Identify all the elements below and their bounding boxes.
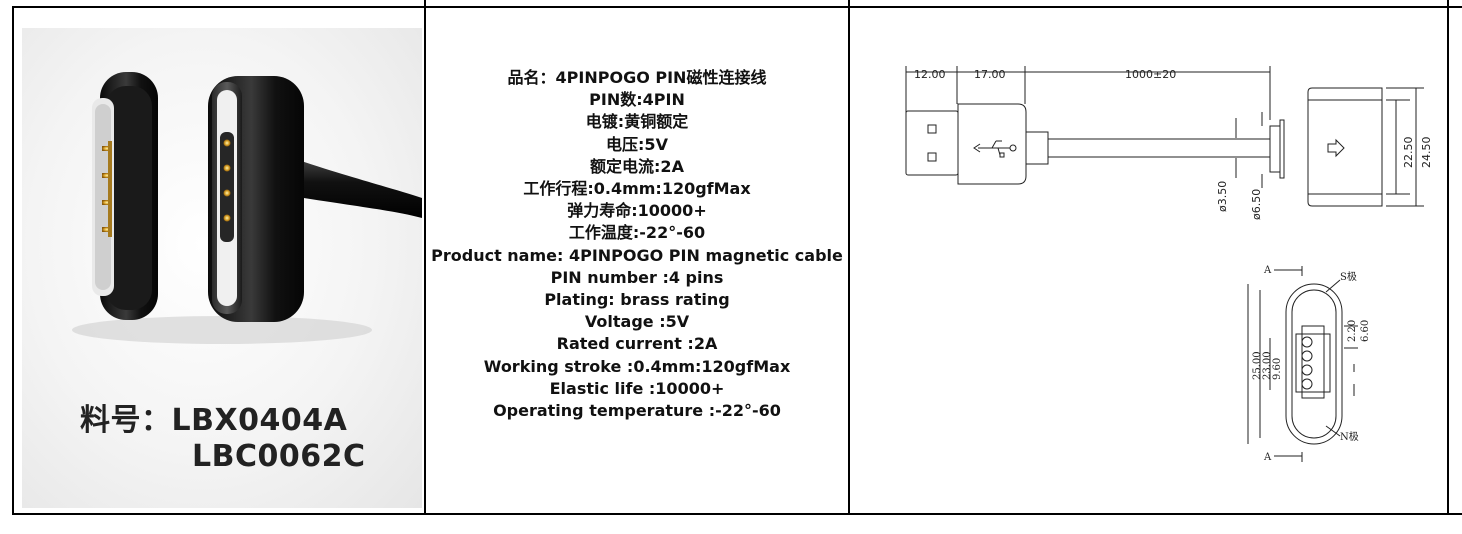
specifications-cell: 品名：4PINPOGO PIN磁性连接线 PIN数:4PIN 电镀:黄铜额定 电… — [426, 8, 848, 513]
part-number-2: LBC0062C — [192, 439, 366, 474]
pole-s-label: S极 — [1340, 270, 1357, 283]
spec-line: Product name: 4PINPOGO PIN magnetic cabl… — [431, 245, 843, 265]
dim-body: 17.00 — [974, 68, 1006, 81]
spec-line: 电镀:黄铜额定 — [585, 112, 689, 132]
table-top-border — [12, 6, 1462, 8]
dim-h-inner: 23.00 — [1262, 351, 1273, 380]
section-label-bottom: A — [1263, 452, 1272, 463]
spec-list: 品名：4PINPOGO PIN磁性连接线 PIN数:4PIN 电镀:黄铜额定 电… — [426, 67, 848, 422]
dim-a: 2.20 — [1347, 320, 1358, 342]
column-divider-3 — [1447, 0, 1449, 515]
pogo-pins — [102, 141, 112, 237]
spec-line: PIN number :4 pins — [550, 267, 724, 287]
spec-line: 工作行程:0.4mm:120gfMax — [523, 179, 751, 199]
spec-line: PIN数:4PIN — [589, 90, 685, 110]
cable-side-drawing: 12.00 17.00 1000±20 — [905, 66, 1433, 220]
part-number-label: 料号：LBX0404A LBC0062C — [80, 403, 366, 475]
table-left-border — [12, 6, 14, 515]
spec-line: 弹力寿命:10000+ — [567, 201, 707, 221]
technical-drawing-cell: 12.00 17.00 1000±20 — [850, 8, 1448, 513]
spec-line: Working stroke :0.4mm:120gfMax — [483, 356, 791, 376]
dim-head-inner: 22.50 — [1402, 137, 1415, 169]
male-connector — [92, 72, 158, 320]
spec-line: Elastic life :10000+ — [549, 378, 725, 398]
spec-line: Voltage :5V — [584, 312, 690, 332]
spec-line: Plating: brass rating — [544, 290, 730, 310]
section-label-top: A — [1263, 265, 1272, 276]
spec-line: 品名：4PINPOGO PIN磁性连接线 — [507, 68, 767, 87]
spec-line: Operating temperature :-22°-60 — [493, 401, 781, 421]
product-photo-cell: 料号：LBX0404A LBC0062C — [14, 8, 424, 513]
dim-plug: 12.00 — [914, 68, 946, 81]
dim-b: 6.60 — [1360, 320, 1371, 342]
usb-icon — [973, 140, 1017, 158]
column-divider-1 — [424, 0, 426, 515]
dim-head-outer: 24.50 — [1420, 137, 1433, 169]
table-bottom-border — [12, 513, 1462, 515]
spec-line: 额定电流:2A — [590, 156, 684, 176]
dim-pins: 9.60 — [1272, 358, 1283, 380]
cable — [292, 158, 422, 218]
female-connector — [208, 76, 304, 322]
spec-line: Rated current :2A — [556, 334, 718, 354]
face-view-drawing: A A S极 N极 25.00 23.00 — [1247, 265, 1371, 463]
spec-line: 工作温度:-22°-60 — [568, 223, 706, 243]
dim-h-outer: 25.00 — [1252, 351, 1263, 380]
spec-line: 电压:5V — [606, 134, 668, 154]
connector-photo — [72, 72, 422, 344]
column-divider-2 — [848, 0, 850, 515]
pole-n-label: N极 — [1340, 430, 1359, 443]
dim-wire: ø3.50 — [1216, 181, 1229, 212]
dim-strain: ø6.50 — [1250, 189, 1263, 220]
dim-length: 1000±20 — [1125, 68, 1176, 81]
part-number-1: LBX0404A — [171, 403, 348, 438]
part-number-prefix: 料号： — [80, 403, 172, 438]
